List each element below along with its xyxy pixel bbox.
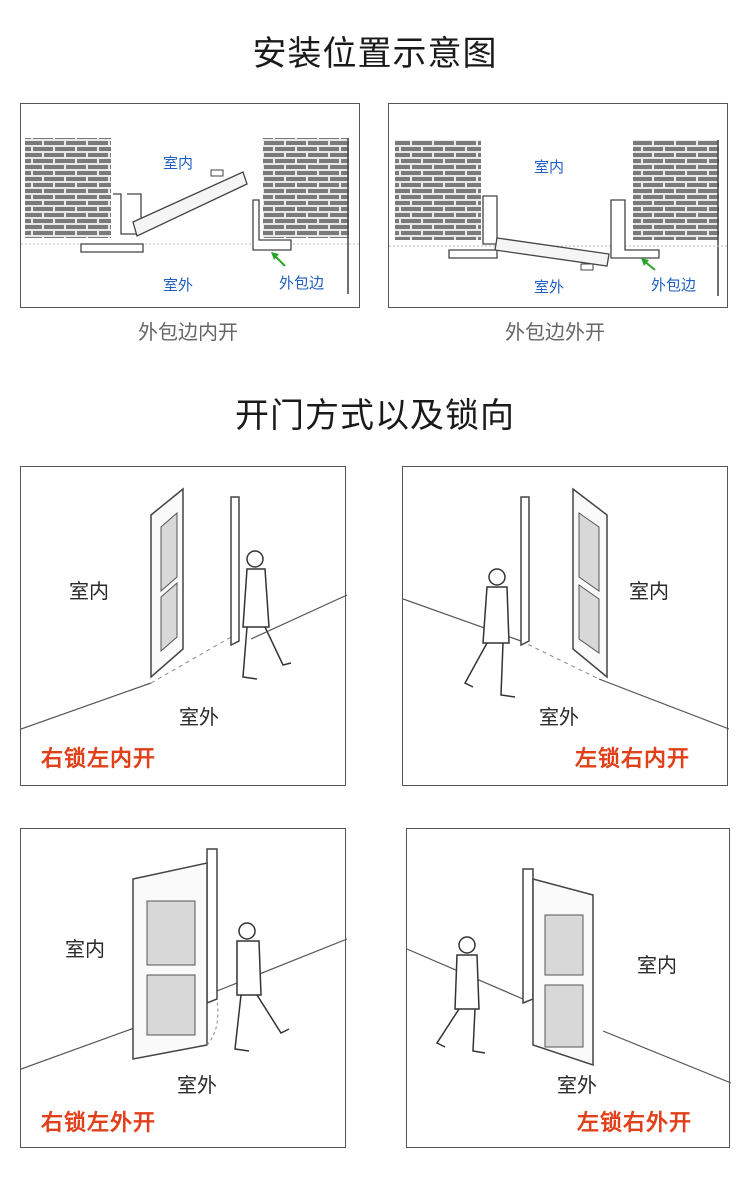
opening-type-label: 左锁右内开 [575,747,691,772]
install-diagram-inward: 室内 室外 外包边 [20,103,361,308]
opening-type-label: 右锁左内开 [41,747,157,772]
door-diagram-left-lock-right-inward: 室内 室外 左锁右内开 [402,466,729,786]
right-brick-wall [263,138,349,238]
outdoor-label: 室外 [539,705,579,729]
door-frame [230,496,240,647]
outdoor-label: 室外 [534,278,565,296]
door-scene-drawing [21,848,347,1070]
indoor-label: 室内 [163,154,194,172]
outdoor-label: 室外 [179,705,219,729]
door-frame [522,868,534,1005]
door-diagram-left-lock-right-outward: 室内 室外 左锁右外开 [406,828,731,1148]
person-figure [463,568,516,698]
left-brick-wall [25,138,111,238]
door-scene-drawing [407,868,731,1084]
door-diagram-right-lock-left-outward: 室内 室外 右锁左外开 [20,828,347,1148]
install-position-title: 安装位置示意图 [252,34,498,74]
indoor-label: 室内 [534,158,565,176]
left-brick-wall [395,140,481,240]
indoor-label: 室内 [69,579,109,603]
door-frame [206,848,218,1005]
opening-direction-title: 开门方式以及锁向 [235,396,515,436]
outer-edge-label: 外包边 [279,274,325,292]
outdoor-label: 室外 [177,1073,217,1097]
outer-edge-label: 外包边 [651,276,697,294]
person-figure [242,550,292,680]
person-figure [234,922,290,1052]
right-brick-wall [633,140,719,240]
install-outward-drawing [389,140,729,296]
outdoor-label: 室外 [557,1073,597,1097]
install-inward-drawing [21,138,361,294]
outdoor-label: 室外 [163,276,194,294]
door-diagram-right-lock-left-inward: 室内 室外 右锁左内开 [20,466,347,786]
opening-type-label: 左锁右外开 [577,1111,693,1136]
indoor-label: 室内 [65,937,105,961]
indoor-label: 室内 [629,579,669,603]
install-diagram-outward: 室内 室外 外包边 [388,103,729,308]
caption-outward: 外包边外开 [505,320,605,344]
door-scene-drawing [403,487,729,730]
person-figure [435,936,486,1054]
door-scene-drawing [21,487,347,730]
opening-type-label: 右锁左外开 [41,1111,157,1136]
caption-inward: 外包边内开 [138,320,238,344]
door-frame [520,496,530,647]
door-leaf [132,171,248,237]
door-leaf [494,237,610,267]
indoor-label: 室内 [637,953,677,977]
